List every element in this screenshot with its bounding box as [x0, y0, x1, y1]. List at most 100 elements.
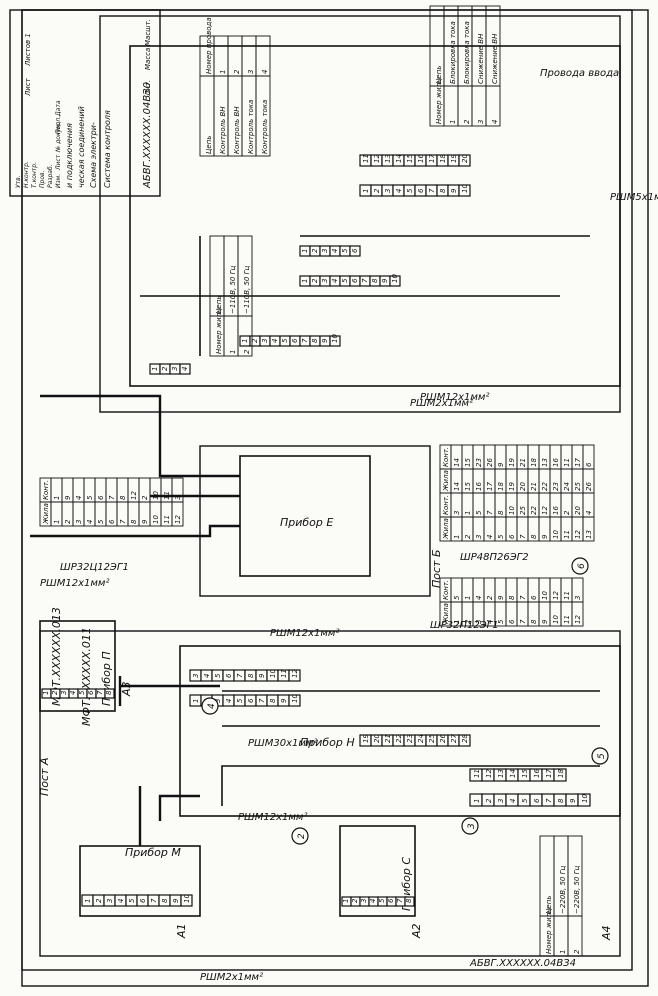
conn-bottom-label: ШР32П12ЭГ1 [430, 620, 499, 631]
conn-right-value: 16 [475, 482, 483, 491]
title-sheets: Листов 1 [24, 33, 32, 67]
conn-right-value: 3 [475, 535, 483, 539]
conn-right-value: 24 [563, 482, 571, 491]
conn-right-value: 23 [475, 458, 483, 467]
conn-right-value: 25 [574, 482, 582, 491]
post-a-bottom-cable-label: РШМ2х1мм² [200, 972, 263, 983]
strip-t4-number: 6 [417, 188, 425, 193]
conn-left-value: 5 [97, 519, 105, 524]
conn-right-value: 5 [497, 534, 505, 539]
top-block-cable-bottom-label: РШМ2х1мм² [410, 398, 473, 409]
conn-right-value: 8 [497, 510, 505, 515]
strip-c-number: 1 [342, 899, 350, 903]
strip-m-number: 6 [139, 898, 147, 903]
strip-t2-number: 10 [331, 334, 339, 343]
side-code: АБВГ.XXXXXX.04ВЗ4 [469, 958, 576, 969]
strip-m-number: 5 [128, 898, 136, 903]
strip-n1b-number: 16 [533, 769, 541, 778]
title-doc-code: АБВГ.XXXXXX.04ВЗ0 [142, 82, 153, 189]
conn-left-header: Конт. [42, 480, 50, 500]
junction-node-number: 3 [467, 823, 477, 829]
strip-t3-number: 9 [381, 278, 389, 283]
cable-8-label: РШМ12х1мм² [270, 628, 339, 639]
conn-right-value: 12 [574, 530, 582, 539]
title-col-mass: Масса [144, 48, 152, 70]
device-e-box [239, 455, 371, 577]
strip-n2-number: 19 [362, 734, 370, 743]
conn-right-value: 13 [585, 530, 593, 539]
supply-a-value: ~220В, 50 Гц [559, 865, 567, 914]
conductor-table-value: Блокировка тока [463, 21, 471, 84]
junction-node-number: 2 [297, 833, 307, 839]
junction-node [591, 747, 609, 765]
post-a-code2: МФТ.XXXXXX.013 [50, 607, 63, 706]
strip-t4b-number: 19 [450, 154, 458, 163]
conn-right-label: ШР48П26ЭГ2 [460, 552, 529, 563]
strip-t4-number: 5 [406, 188, 414, 193]
conn-right-value: 6 [508, 534, 516, 539]
conn-right-value: 9 [541, 534, 549, 539]
strip-p-number: 1 [42, 691, 50, 695]
conn-right-value: 14 [453, 458, 461, 467]
strip-t4b-number: 14 [395, 154, 403, 163]
conn-bottom-value: 5 [497, 619, 505, 624]
supply-a-value: 1 [559, 950, 567, 954]
strip-c-number: 7 [396, 898, 404, 903]
strip-t2-number: 3 [261, 339, 269, 343]
device-n-label: Прибор Н [300, 736, 355, 749]
strip-c-cell [404, 896, 415, 907]
conn-right-value: 25 [519, 506, 527, 515]
strip-t1-number: 4 [181, 367, 189, 371]
cable-10-label: РШМ12х1мм² [238, 812, 307, 823]
conn-left-value: 2 [64, 519, 72, 524]
strip-t3-number: 7 [361, 278, 369, 283]
conn-right-value: 19 [508, 458, 516, 467]
conn-bottom-value: 3 [475, 620, 483, 624]
strip-n2-cell [458, 734, 471, 747]
strip-t2-cell [329, 335, 341, 347]
strip-p-number: 5 [78, 690, 86, 695]
strip-m-cell [180, 894, 193, 907]
strip-t1-number: 1 [151, 367, 159, 371]
conn-right-value: 26 [585, 482, 593, 491]
strip-n2-number: 21 [384, 734, 392, 743]
strip-p-number: 3 [60, 691, 68, 695]
conn-right-value: 20 [574, 506, 582, 515]
strip-n2-number: 26 [439, 734, 447, 743]
conductor-table-value: Снижение ВН [491, 33, 499, 84]
strip-t3-cell [389, 275, 401, 287]
conn-bottom-header: Жила [442, 603, 450, 625]
conn-left-value: 9 [64, 495, 72, 500]
conn-bottom-value: 11 [563, 591, 571, 600]
conn-bottom-value: 1 [453, 620, 461, 624]
post-a-bundle-lines [221, 690, 600, 806]
strip-n3b-number: 10 [269, 669, 277, 678]
conn-right-value: 16 [552, 506, 560, 515]
conn-right-value: 22 [541, 482, 549, 491]
strip-n3b-number: 5 [214, 673, 222, 678]
conn-right-value: 11 [563, 458, 571, 467]
cable-26-label: РШМ30х1мм² [248, 738, 317, 749]
conn-left-value: 12 [130, 491, 138, 500]
conn-bottom-value: 2 [486, 595, 494, 600]
wire-table-value: Контроль ВН [219, 106, 227, 154]
supply-t-value: 2 [243, 349, 251, 354]
junction-node [201, 697, 219, 715]
conn-left-value: 7 [119, 519, 127, 524]
conn-left-value: 11 [163, 515, 171, 524]
strip-m-number: 4 [117, 899, 125, 903]
strip-n1b-number: 18 [557, 769, 565, 778]
wire-table-cell [255, 35, 271, 77]
junction-node-number: 4 [207, 703, 217, 709]
strip-t3-number: 1 [301, 279, 309, 283]
conn-right-value: 1 [453, 535, 461, 539]
strip-c-number: 2 [351, 898, 359, 903]
strip-n3-cell [288, 694, 301, 707]
strip-n1-number: 6 [533, 798, 541, 803]
post-b-cable-left-label: РШМ12х1мм² [40, 578, 109, 589]
strip-n1b-number: 14 [509, 769, 517, 778]
